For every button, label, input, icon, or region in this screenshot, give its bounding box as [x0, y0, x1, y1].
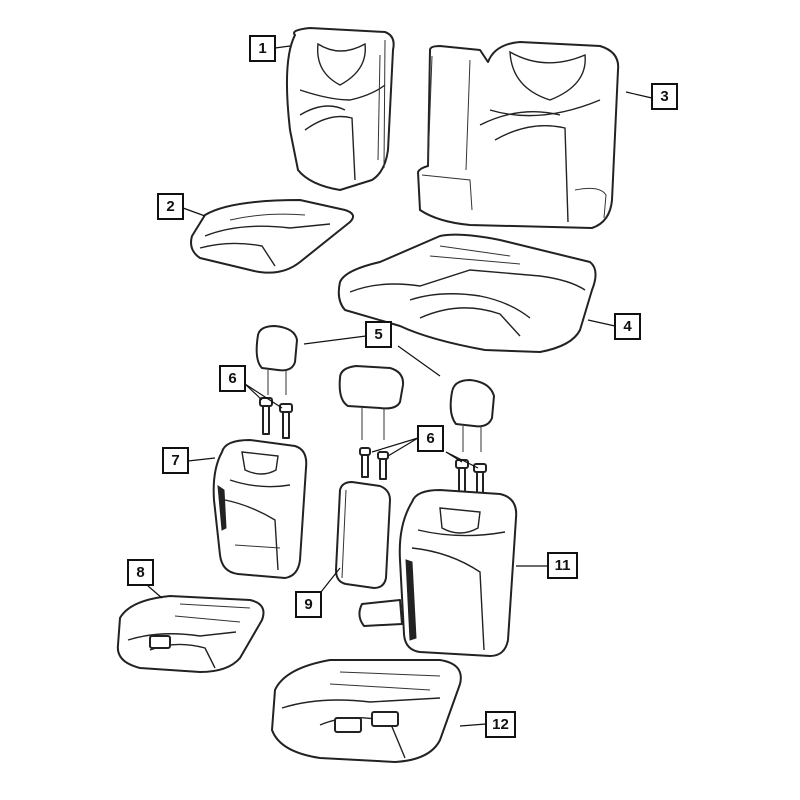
callout-11: 11 — [547, 552, 578, 579]
callout-4: 4 — [614, 313, 641, 340]
part-11-seat-back-frame-right — [358, 489, 518, 657]
part-6-guides-right — [455, 459, 487, 497]
callout-3: 3 — [651, 83, 678, 110]
part-8-seat-cushion-frame-left — [116, 595, 265, 673]
part-5-headrest-left — [255, 325, 298, 395]
callout-9-label: 9 — [304, 596, 312, 613]
callout-2: 2 — [157, 193, 184, 220]
part-9-armrest — [335, 481, 391, 589]
part-5-headrest-right — [449, 379, 495, 452]
callout-12: 12 — [485, 711, 516, 738]
callout-2-label: 2 — [166, 198, 174, 215]
callout-3-label: 3 — [660, 88, 668, 105]
callout-1-label: 1 — [258, 40, 266, 57]
part-1-seat-back-left — [285, 27, 395, 191]
callout-6-center: 6 — [417, 425, 444, 452]
callout-6-left: 6 — [219, 365, 246, 392]
callout-8: 8 — [127, 559, 154, 586]
part-12-seat-cushion-frame-right — [271, 659, 462, 763]
callout-7: 7 — [162, 447, 189, 474]
part-6-guides-center — [359, 447, 389, 480]
part-7-seat-back-frame-left — [212, 439, 308, 579]
callout-6-left-label: 6 — [228, 370, 236, 387]
callout-9: 9 — [295, 591, 322, 618]
callout-8-label: 8 — [136, 564, 144, 581]
callout-7-label: 7 — [171, 452, 179, 469]
part-2-seat-cushion-left — [190, 199, 355, 274]
callout-6-center-label: 6 — [426, 430, 434, 447]
callout-11-label: 11 — [555, 557, 571, 574]
callout-1: 1 — [249, 35, 276, 62]
part-6-guides-left — [259, 397, 293, 439]
callout-5-label: 5 — [374, 326, 382, 343]
part-4-seat-cushion-right — [337, 233, 597, 353]
callout-5: 5 — [365, 321, 392, 348]
leader-lines — [147, 45, 653, 727]
callout-4-label: 4 — [623, 318, 632, 335]
callout-12-label: 12 — [492, 716, 509, 733]
part-5-headrest-center — [338, 365, 405, 440]
part-3-seat-back-right — [417, 41, 620, 229]
